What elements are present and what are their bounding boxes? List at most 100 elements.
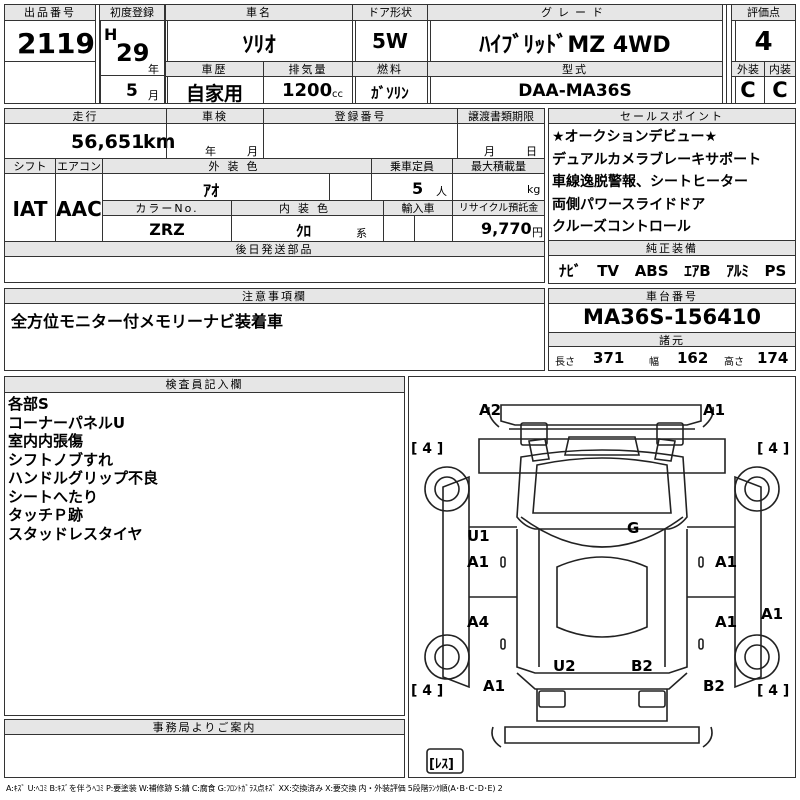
fuel: ｶﾞｿﾘﾝ <box>371 84 409 102</box>
recycle-header: リサイクル預託金 <box>453 201 544 216</box>
shift-cell: シフト IAT <box>4 158 56 242</box>
damage-mark: B2 <box>703 677 725 695</box>
equipment-item: ｱﾙﾐ <box>726 262 749 280</box>
score: 4 <box>754 27 773 57</box>
interior-color-unit: 系 <box>356 227 367 240</box>
legend: A:ｷｽﾞ U:ﾍｺﾐ B:ｷｽﾞを伴うﾍｺﾐ P:要塗装 W:補修跡 S:錆 … <box>6 784 503 793</box>
damage-diagram: A2 A1 U1 G A1 A1 A4 A1 A1 U2 B2 A1 B2 [ … <box>408 376 796 778</box>
recycle-deposit: 9,770 <box>481 219 532 238</box>
history-cell: 車歴 自家用 <box>165 61 264 105</box>
interior-header: 内装 <box>765 62 795 77</box>
interior-score: C <box>772 78 788 102</box>
interior-color: ｸﾛ <box>296 222 312 240</box>
aircon-header: エアコン <box>56 159 102 174</box>
sales-points-panel: セールスポイント ★オークションデビュー★ デュアルカメラブレーキサポート 車線… <box>548 108 796 241</box>
door-header: ドア形状 <box>353 5 427 21</box>
inspector-note: 各部S <box>8 395 49 413</box>
inspector-note: シフトノブすれ <box>8 450 114 469</box>
exterior-score: C <box>740 78 756 102</box>
length-label: 長さ <box>555 357 575 368</box>
score-cell: 評価点 4 <box>731 4 796 62</box>
sales-point: デュアルカメラブレーキサポート <box>552 151 762 168</box>
grade: ﾊｲﾌﾞﾘｯﾄﾞMZ 4WD <box>479 33 671 58</box>
grade-cell: グレード ﾊｲﾌﾞﾘｯﾄﾞMZ 4WD <box>427 4 723 62</box>
exterior-color-header: 外装色 <box>103 159 371 174</box>
tire-rear-left: [ 4 ] <box>411 683 444 699</box>
inspector-note: シートへたり <box>8 487 99 506</box>
capacity-unit: 人 <box>436 185 447 198</box>
inspection-header: 車検 <box>167 109 263 124</box>
damage-mark: B2 <box>631 657 653 675</box>
damage-mark: A1 <box>715 553 738 571</box>
capacity-header: 乗車定員 <box>372 159 452 174</box>
exterior-cell: 外装 C <box>731 61 765 104</box>
max-load-unit: kg <box>527 183 541 196</box>
max-load-cell: 最大積載量 kg <box>452 158 545 201</box>
chassis-panel: 車台番号 MA36S-156410 諸元 長さ 371 幅 162 高さ 174 <box>548 288 796 371</box>
inspection-cell: 車検 年 月 <box>166 108 264 159</box>
first-registration-cell: 初度登録 H 29 年 5 月 <box>99 4 165 104</box>
damage-mark: A1 <box>761 605 784 623</box>
era: H <box>104 25 118 44</box>
exterior-color: ｱｵ <box>203 181 220 200</box>
tire-front-right: [ 4 ] <box>757 441 790 457</box>
transfer-deadline-cell: 譲渡書類期限 月 日 <box>457 108 545 159</box>
height-label: 高さ <box>724 357 744 368</box>
height: 174 <box>757 349 789 367</box>
displacement-unit: cc <box>332 89 343 100</box>
fuel-cell: 燃料 ｶﾞｿﾘﾝ <box>352 61 428 104</box>
transfer-month-unit: 月 <box>484 145 495 158</box>
lot-number-cell: 出品番号 2119 <box>4 4 96 104</box>
inspector-note: タッチＰ跡 <box>8 506 84 524</box>
equipment-header: 純正装備 <box>549 241 795 256</box>
equipment-item: ｴｱB <box>684 262 711 280</box>
import-header: 輸入車 <box>384 201 452 216</box>
shift: IAT <box>12 197 48 221</box>
damage-mark: A1 <box>467 553 490 571</box>
recycle-unit: 円 <box>532 226 543 239</box>
car-name-cell: 車名 ｿﾘｵ <box>165 4 353 62</box>
office-header: 事務局よりご案内 <box>5 720 404 735</box>
mileage-header: 走行 <box>5 109 166 124</box>
equipment-panel: 純正装備 ﾅﾋﾞ TV ABS ｴｱB ｱﾙﾐ PS PW <box>548 240 796 284</box>
inspector-note: ハンドルグリップ不良 <box>8 469 159 487</box>
sales-point: 車線逸脱警報、シートヒーター <box>552 174 748 190</box>
notes-header: 注意事項欄 <box>5 289 544 304</box>
equipment-list: ﾅﾋﾞ TV ABS ｴｱB ｱﾙﾐ PS PW <box>559 260 800 281</box>
model-header: 型式 <box>428 62 722 77</box>
damage-mark: G <box>627 519 640 537</box>
car-name: ｿﾘｵ <box>242 33 276 58</box>
lot-number-header: 出品番号 <box>5 5 95 21</box>
damage-mark: U1 <box>467 527 490 545</box>
car-name-header: 車名 <box>166 5 352 21</box>
capacity: 5 <box>412 179 424 198</box>
score-header: 評価点 <box>732 5 795 21</box>
tire-front-left: [ 4 ] <box>411 441 444 457</box>
sales-point: 両側パワースライドドア <box>552 196 706 213</box>
grade-header: グレード <box>428 5 722 21</box>
registration-number-header: 登録番号 <box>264 109 457 124</box>
notes-panel: 注意事項欄 全方位モニター付メモリーナビ装着車 <box>4 288 545 371</box>
reg-month: 5 <box>126 81 138 101</box>
import-cell: 輸入車 <box>383 200 453 242</box>
month-unit: 月 <box>148 89 159 102</box>
sales-point: クルーズコントロール <box>552 219 691 235</box>
displacement: 1200 <box>282 80 333 101</box>
tire-rear-right: [ 4 ] <box>757 683 790 699</box>
shift-header: シフト <box>5 159 55 174</box>
sales-points-header: セールスポイント <box>549 109 795 124</box>
inspection-year-unit: 年 <box>205 145 216 158</box>
transfer-day-unit: 日 <box>526 145 537 158</box>
mileage-unit: km <box>143 131 176 153</box>
damage-mark: U2 <box>553 657 576 675</box>
year-unit: 年 <box>148 63 159 76</box>
office-panel: 事務局よりご案内 <box>4 719 405 778</box>
later-parts-cell: 後日発送部品 <box>4 241 545 283</box>
model-cell: 型式 DAA-MA36S <box>427 61 723 104</box>
interior-cell: 内装 C <box>764 61 796 104</box>
damage-mark: A2 <box>479 401 502 419</box>
recycle-cell: リサイクル預託金 9,770 円 <box>452 200 545 242</box>
lot-number: 2119 <box>17 27 95 60</box>
inspector-header: 検査員記入欄 <box>5 377 404 393</box>
damage-mark: A4 <box>467 613 490 631</box>
